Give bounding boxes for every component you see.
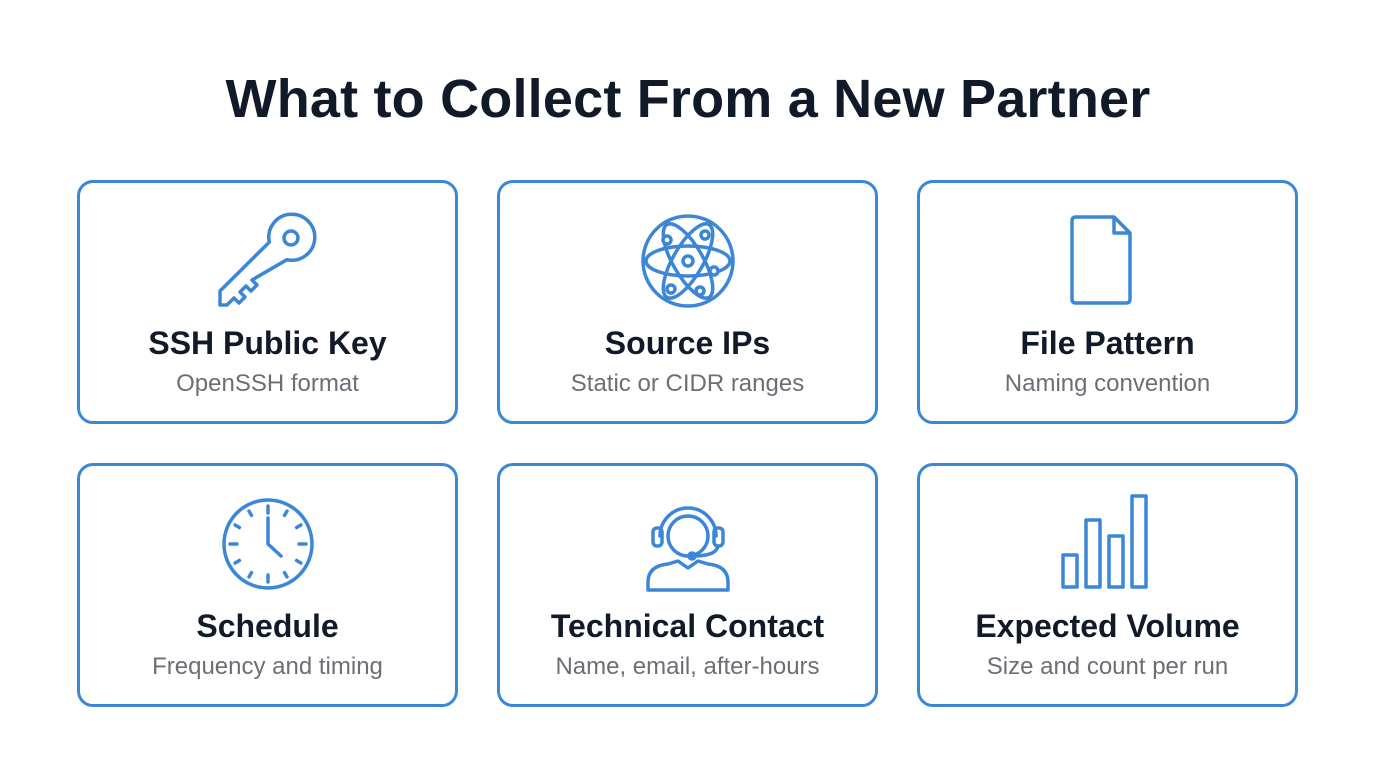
network-globe-icon (638, 211, 738, 311)
card-file-pattern: File Pattern Naming convention (917, 180, 1298, 424)
page-title: What to Collect From a New Partner (225, 69, 1151, 129)
card-subtitle: Size and count per run (986, 653, 1229, 680)
bar-chart-icon (1058, 494, 1158, 594)
card-title: Technical Contact (550, 608, 825, 644)
card-title: SSH Public Key (148, 325, 387, 361)
card-title: Schedule (196, 608, 339, 644)
card-subtitle: OpenSSH format (176, 370, 359, 397)
card-title: Expected Volume (975, 608, 1240, 644)
card-subtitle: Name, email, after-hours (555, 653, 820, 680)
key-icon (217, 211, 318, 311)
card-ssh-public-key: SSH Public Key OpenSSH format (77, 180, 458, 424)
card-title: Source IPs (604, 325, 771, 361)
card-subtitle: Frequency and timing (152, 653, 383, 680)
card-technical-contact: Technical Contact Name, email, after-hou… (497, 463, 878, 707)
card-schedule: Schedule Frequency and timing (77, 463, 458, 707)
card-subtitle: Naming convention (1004, 370, 1211, 397)
document-icon (1058, 211, 1158, 311)
headset-person-icon (638, 494, 738, 594)
clock-icon (218, 494, 318, 594)
card-source-ips: Source IPs Static or CIDR ranges (497, 180, 878, 424)
card-subtitle: Static or CIDR ranges (570, 370, 805, 397)
card-expected-volume: Expected Volume Size and count per run (917, 463, 1298, 707)
card-title: File Pattern (1020, 325, 1195, 361)
